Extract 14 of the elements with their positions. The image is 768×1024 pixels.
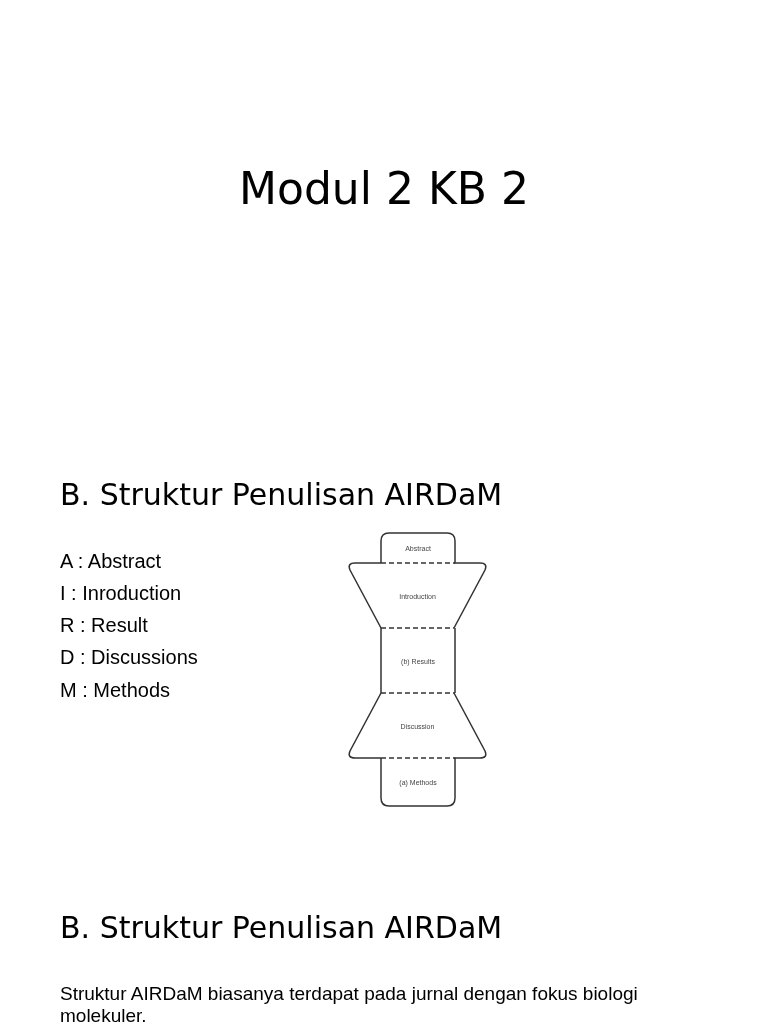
list-item: R : Result — [60, 614, 148, 637]
slide-title: Modul 2 KB 2 — [238, 163, 530, 214]
list-item: D : Discussions — [60, 646, 198, 669]
section-shape — [347, 563, 488, 628]
section-shape — [347, 693, 488, 758]
section-heading: B. Struktur Penulisan AIRDaM — [60, 478, 503, 513]
section-heading: B. Struktur Penulisan AIRDaM — [60, 911, 503, 946]
section-shape — [381, 758, 455, 806]
section-shape — [381, 628, 455, 693]
section-shape — [381, 533, 455, 563]
list-item: I : Inroduction — [60, 582, 182, 605]
list-item: A : Abstract — [60, 550, 162, 573]
list-item: M : Methods — [60, 679, 171, 702]
body-paragraph: Struktur AIRDaM biasanya terdapat pada jurnal dengan fokus biologi molekuler. — [60, 983, 639, 1024]
